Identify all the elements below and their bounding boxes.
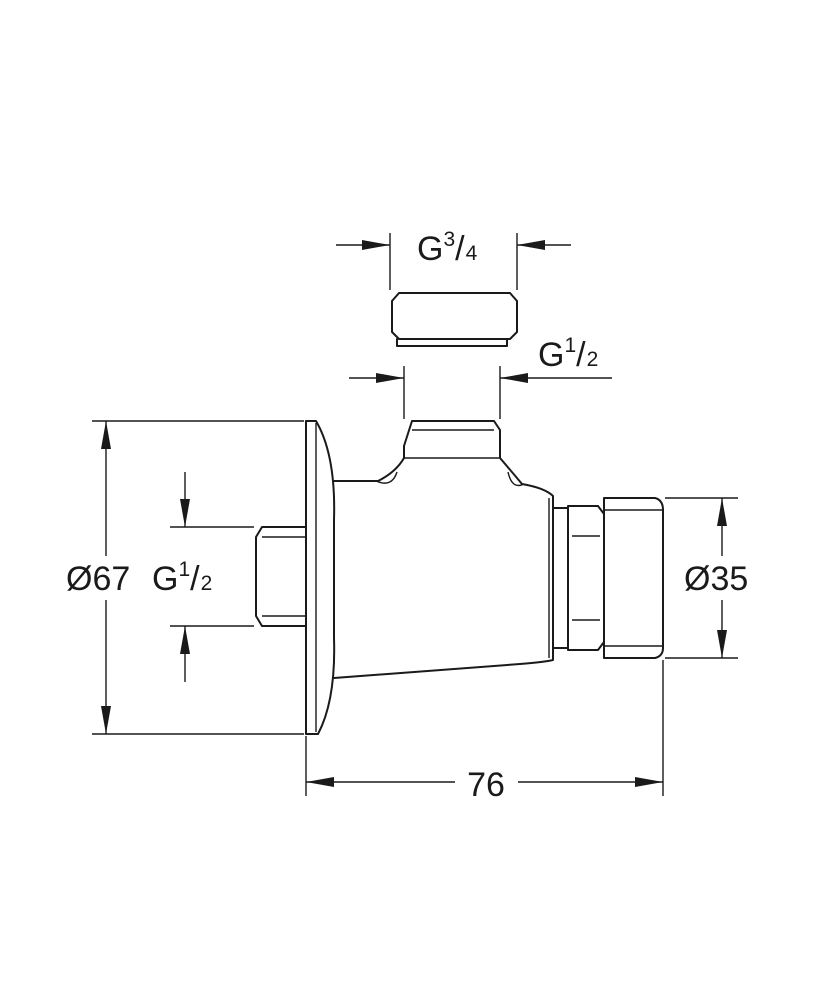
arrow-up bbox=[717, 498, 727, 526]
arrow-left bbox=[306, 777, 334, 787]
arrow-right bbox=[362, 240, 390, 250]
dim-left-inlet bbox=[170, 472, 254, 682]
dim-label-top-nut: G3/4 bbox=[417, 228, 478, 268]
dim-left-outer bbox=[92, 420, 304, 735]
arrow-right bbox=[635, 777, 663, 787]
arrow-up bbox=[180, 626, 190, 654]
dim-label-top-stem: G1/2 bbox=[538, 334, 598, 374]
arrow-left bbox=[500, 373, 528, 383]
dim-right-diameter bbox=[665, 497, 738, 659]
arrow-up bbox=[101, 421, 111, 449]
arrow-down bbox=[180, 499, 190, 527]
dim-top-nut bbox=[336, 233, 571, 290]
top-nut bbox=[391, 292, 518, 347]
arrow-left bbox=[517, 240, 545, 250]
arrow-right bbox=[376, 373, 404, 383]
arrow-down bbox=[717, 630, 727, 658]
dim-label-right-diameter: Ø35 bbox=[684, 560, 748, 598]
dim-top-stem bbox=[349, 366, 612, 419]
arrow-down bbox=[101, 706, 111, 734]
dim-label-left-outer: Ø67 bbox=[66, 560, 130, 598]
dim-label-overall-length: 76 bbox=[467, 766, 505, 804]
dim-label-left-inlet: G1/2 bbox=[152, 558, 212, 598]
valve-body bbox=[255, 420, 664, 735]
dim-overall-length bbox=[305, 660, 664, 796]
